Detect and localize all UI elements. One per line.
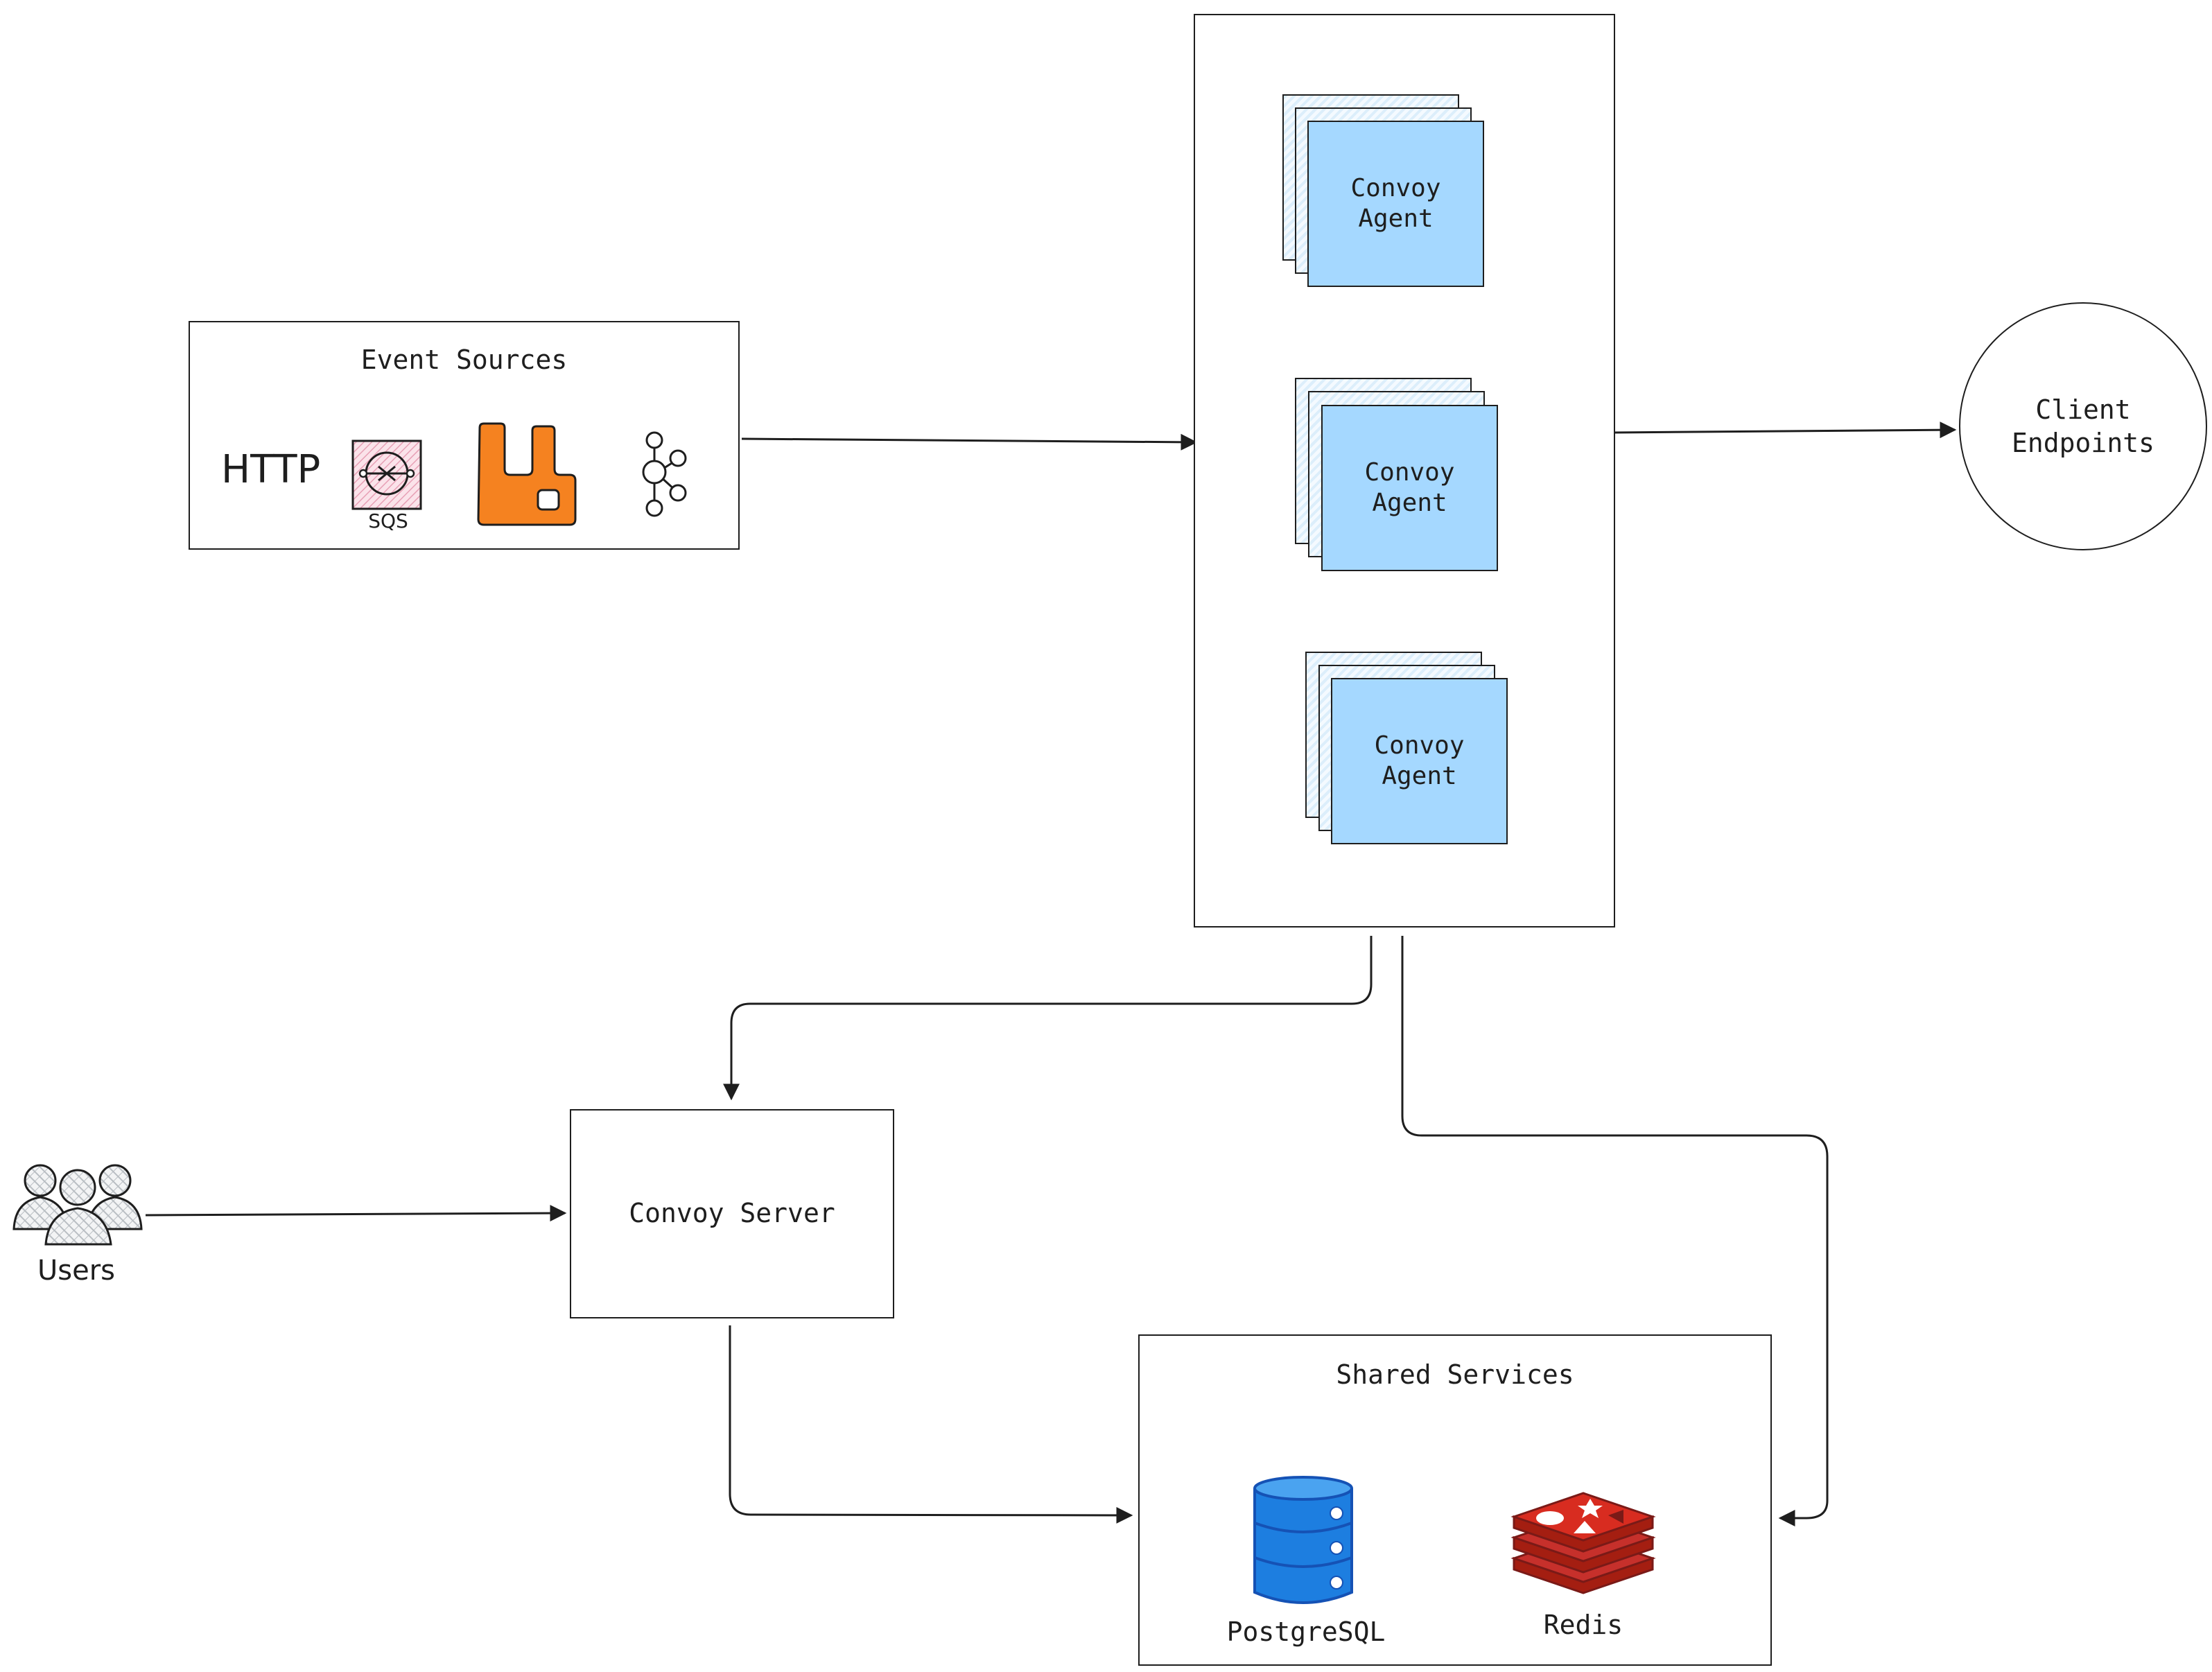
client-endpoints-line2: Endpoints — [2012, 428, 2154, 458]
agent-1-line1: Convoy — [1350, 174, 1441, 202]
agent-3-line2: Agent — [1382, 762, 1457, 790]
arrow-sources-to-agents — [741, 433, 1198, 451]
convoy-agent-3: Convoy Agent — [1331, 678, 1508, 844]
convoy-server-box: Convoy Server — [570, 1109, 894, 1318]
arrow-server-to-shared — [729, 1325, 1133, 1524]
http-label: HTTP — [221, 447, 321, 492]
convoy-agent-1: Convoy Agent — [1307, 121, 1484, 287]
postgresql-icon — [1251, 1474, 1356, 1608]
shared-services-title: Shared Services — [1336, 1359, 1574, 1390]
convoy-server-label: Convoy Server — [629, 1198, 835, 1228]
agent-2-line2: Agent — [1372, 489, 1447, 517]
sqs-label: SQS — [368, 510, 408, 532]
agent-2-line1: Convoy — [1364, 458, 1455, 487]
redis-icon — [1507, 1478, 1660, 1596]
shared-services-box: Shared Services PostgreSQL — [1138, 1334, 1772, 1666]
arrow-agents-to-server — [723, 936, 1373, 1101]
client-endpoints-node: Client Endpoints — [1959, 302, 2207, 550]
rabbitmq-icon — [474, 421, 578, 528]
kafka-icon — [627, 426, 689, 523]
postgresql-label: PostgreSQL — [1226, 1617, 1386, 1647]
event-sources-box: Event Sources HTTP SQS — [189, 321, 740, 550]
users-label: Users — [37, 1255, 115, 1287]
aws-sqs-icon — [351, 439, 423, 511]
agent-1-line2: Agent — [1358, 204, 1434, 233]
agent-3-line1: Convoy — [1374, 731, 1465, 760]
users-icon — [12, 1154, 144, 1251]
arrow-users-to-server — [145, 1205, 567, 1222]
client-endpoints-line1: Client — [2035, 394, 2131, 425]
redis-label: Redis — [1543, 1610, 1623, 1640]
arrow-agents-to-shared — [1401, 936, 1829, 1526]
convoy-agent-2: Convoy Agent — [1321, 405, 1498, 571]
event-sources-title: Event Sources — [360, 345, 568, 375]
arrow-agents-to-endpoints — [1613, 421, 1957, 439]
